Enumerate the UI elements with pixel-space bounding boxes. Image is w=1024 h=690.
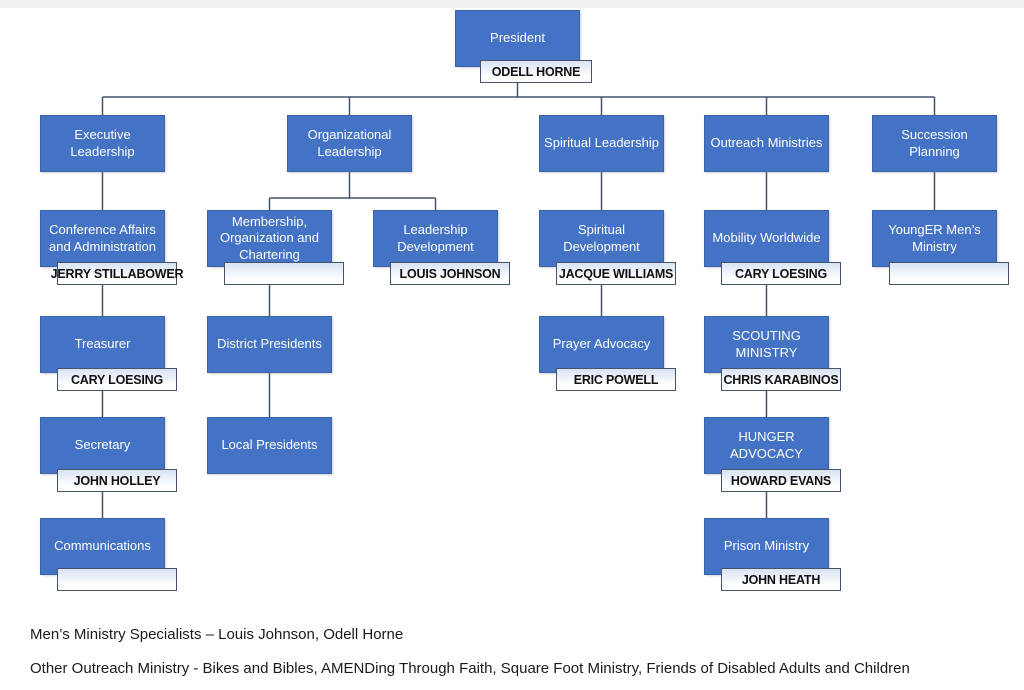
name-label-communications <box>57 568 177 591</box>
node-title: Membership, Organization and Chartering <box>219 213 319 262</box>
node-title: Executive Leadership <box>70 126 135 159</box>
node-title: District Presidents <box>217 336 322 352</box>
org-node-organizational-leadership: Organizational Leadership <box>287 115 412 172</box>
node-title: Prison Ministry <box>723 538 810 554</box>
node-title: Local Presidents <box>221 437 318 453</box>
page-top-strip <box>0 0 1024 8</box>
org-node-executive-leadership: Executive Leadership <box>40 115 165 172</box>
name-label-younger-mens-ministry <box>889 262 1009 285</box>
org-node-treasurer: Treasurer <box>40 316 165 373</box>
org-node-communications: Communications <box>40 518 165 575</box>
name-label-spiritual-development: JACQUE WILLIAMS <box>556 262 676 285</box>
node-title: Outreach Ministries <box>710 135 823 151</box>
node-title: Treasurer <box>74 336 131 352</box>
org-node-spiritual-development: Spiritual Development <box>539 210 664 267</box>
org-node-president: President <box>455 10 580 67</box>
name-label-treasurer: CARY LOESING <box>57 368 177 391</box>
footnote-mens-ministry-specialists: Men’s Ministry Specialists – Louis Johns… <box>30 626 404 643</box>
org-node-local-presidents: Local Presidents <box>207 417 332 474</box>
org-node-membership-organization-chartering: Membership, Organization and Chartering <box>207 210 332 267</box>
name-label-president: ODELL HORNE <box>480 60 592 83</box>
org-node-spiritual-leadership: Spiritual Leadership <box>539 115 664 172</box>
org-node-mobility-worldwide: Mobility Worldwide <box>704 210 829 267</box>
name-label-prayer-advocacy: ERIC POWELL <box>556 368 676 391</box>
org-node-outreach-ministries: Outreach Ministries <box>704 115 829 172</box>
node-title: Leadership Development <box>397 221 474 254</box>
name-label-scouting-ministry: CHRIS KARABINOS <box>721 368 841 391</box>
node-title: Succession Planning <box>901 126 968 159</box>
org-node-district-presidents: District Presidents <box>207 316 332 373</box>
name-label-conference-affairs: JERRY STILLABOWER <box>51 262 184 285</box>
node-title: Communications <box>54 538 151 554</box>
org-node-prayer-advocacy: Prayer Advocacy <box>539 316 664 373</box>
node-title: YoungER Men’s Ministry <box>888 221 981 254</box>
node-title: Mobility Worldwide <box>712 230 821 246</box>
name-label-secretary: JOHN HOLLEY <box>57 469 177 492</box>
org-node-leadership-development: Leadership Development <box>373 210 498 267</box>
org-node-succession-planning: Succession Planning <box>872 115 997 172</box>
node-title: SCOUTING MINISTRY <box>732 327 801 360</box>
node-title: Prayer Advocacy <box>552 336 651 352</box>
node-title: Spiritual Development <box>563 221 640 254</box>
name-label-hunger-advocacy: HOWARD EVANS <box>721 469 841 492</box>
name-label-prison-ministry: JOHN HEATH <box>721 568 841 591</box>
node-title: Secretary <box>74 437 131 453</box>
name-label-membership-organization-chartering <box>224 262 344 285</box>
name-label-leadership-development: LOUIS JOHNSON <box>390 262 510 285</box>
org-node-hunger-advocacy: HUNGER ADVOCACY <box>704 417 829 474</box>
node-title: President <box>490 30 545 46</box>
org-node-younger-mens-ministry: YoungER Men’s Ministry <box>872 210 997 267</box>
org-node-prison-ministry: Prison Ministry <box>704 518 829 575</box>
footnote-other-outreach-ministry: Other Outreach Ministry - Bikes and Bibl… <box>30 660 910 677</box>
node-title: Organizational Leadership <box>307 126 392 159</box>
name-label-mobility-worldwide: CARY LOESING <box>721 262 841 285</box>
org-node-secretary: Secretary <box>40 417 165 474</box>
node-title: Spiritual Leadership <box>544 135 659 151</box>
org-node-scouting-ministry: SCOUTING MINISTRY <box>704 316 829 373</box>
org-node-conference-affairs: Conference Affairs and Administration <box>40 210 165 267</box>
node-title: Conference Affairs and Administration <box>49 221 156 254</box>
node-title: HUNGER ADVOCACY <box>730 428 803 461</box>
